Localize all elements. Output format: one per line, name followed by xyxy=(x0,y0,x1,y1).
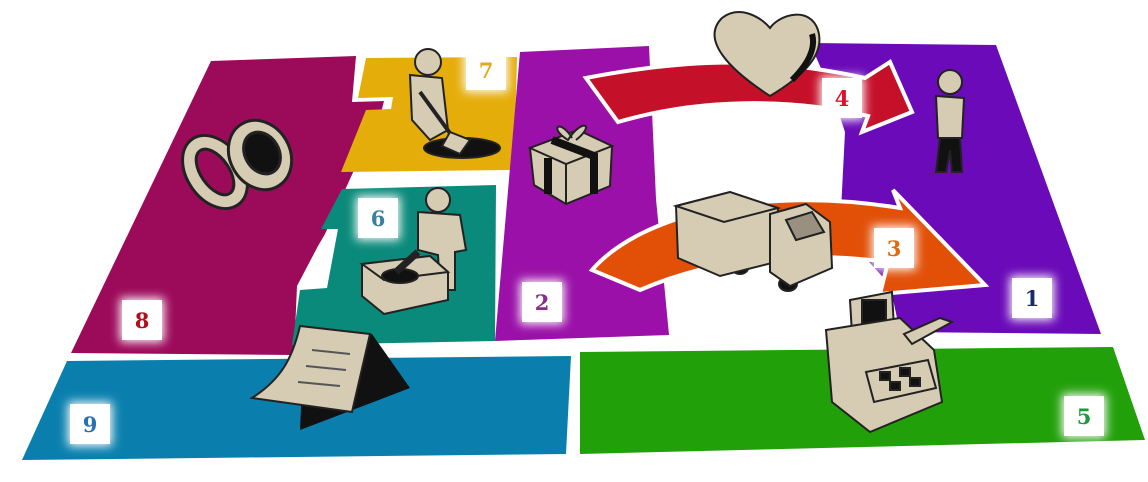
person-icon xyxy=(936,70,964,172)
label-1: 1 xyxy=(1010,276,1054,320)
svg-text:5: 5 xyxy=(1077,404,1092,429)
label-8: 8 xyxy=(120,298,164,342)
svg-text:2: 2 xyxy=(535,290,550,315)
svg-text:6: 6 xyxy=(371,206,386,231)
svg-text:8: 8 xyxy=(135,308,150,333)
label-5: 5 xyxy=(1062,394,1106,438)
svg-text:1: 1 xyxy=(1025,286,1040,311)
label-6: 6 xyxy=(356,196,400,240)
svg-text:9: 9 xyxy=(83,412,98,437)
label-7: 7 xyxy=(464,48,508,92)
label-4: 4 xyxy=(820,76,864,120)
label-9: 9 xyxy=(68,402,112,446)
svg-text:4: 4 xyxy=(835,86,850,111)
svg-text:7: 7 xyxy=(479,58,494,83)
svg-text:3: 3 xyxy=(887,236,902,261)
truck-icon xyxy=(676,192,832,291)
label-3: 3 xyxy=(872,226,916,270)
label-2: 2 xyxy=(520,280,564,324)
